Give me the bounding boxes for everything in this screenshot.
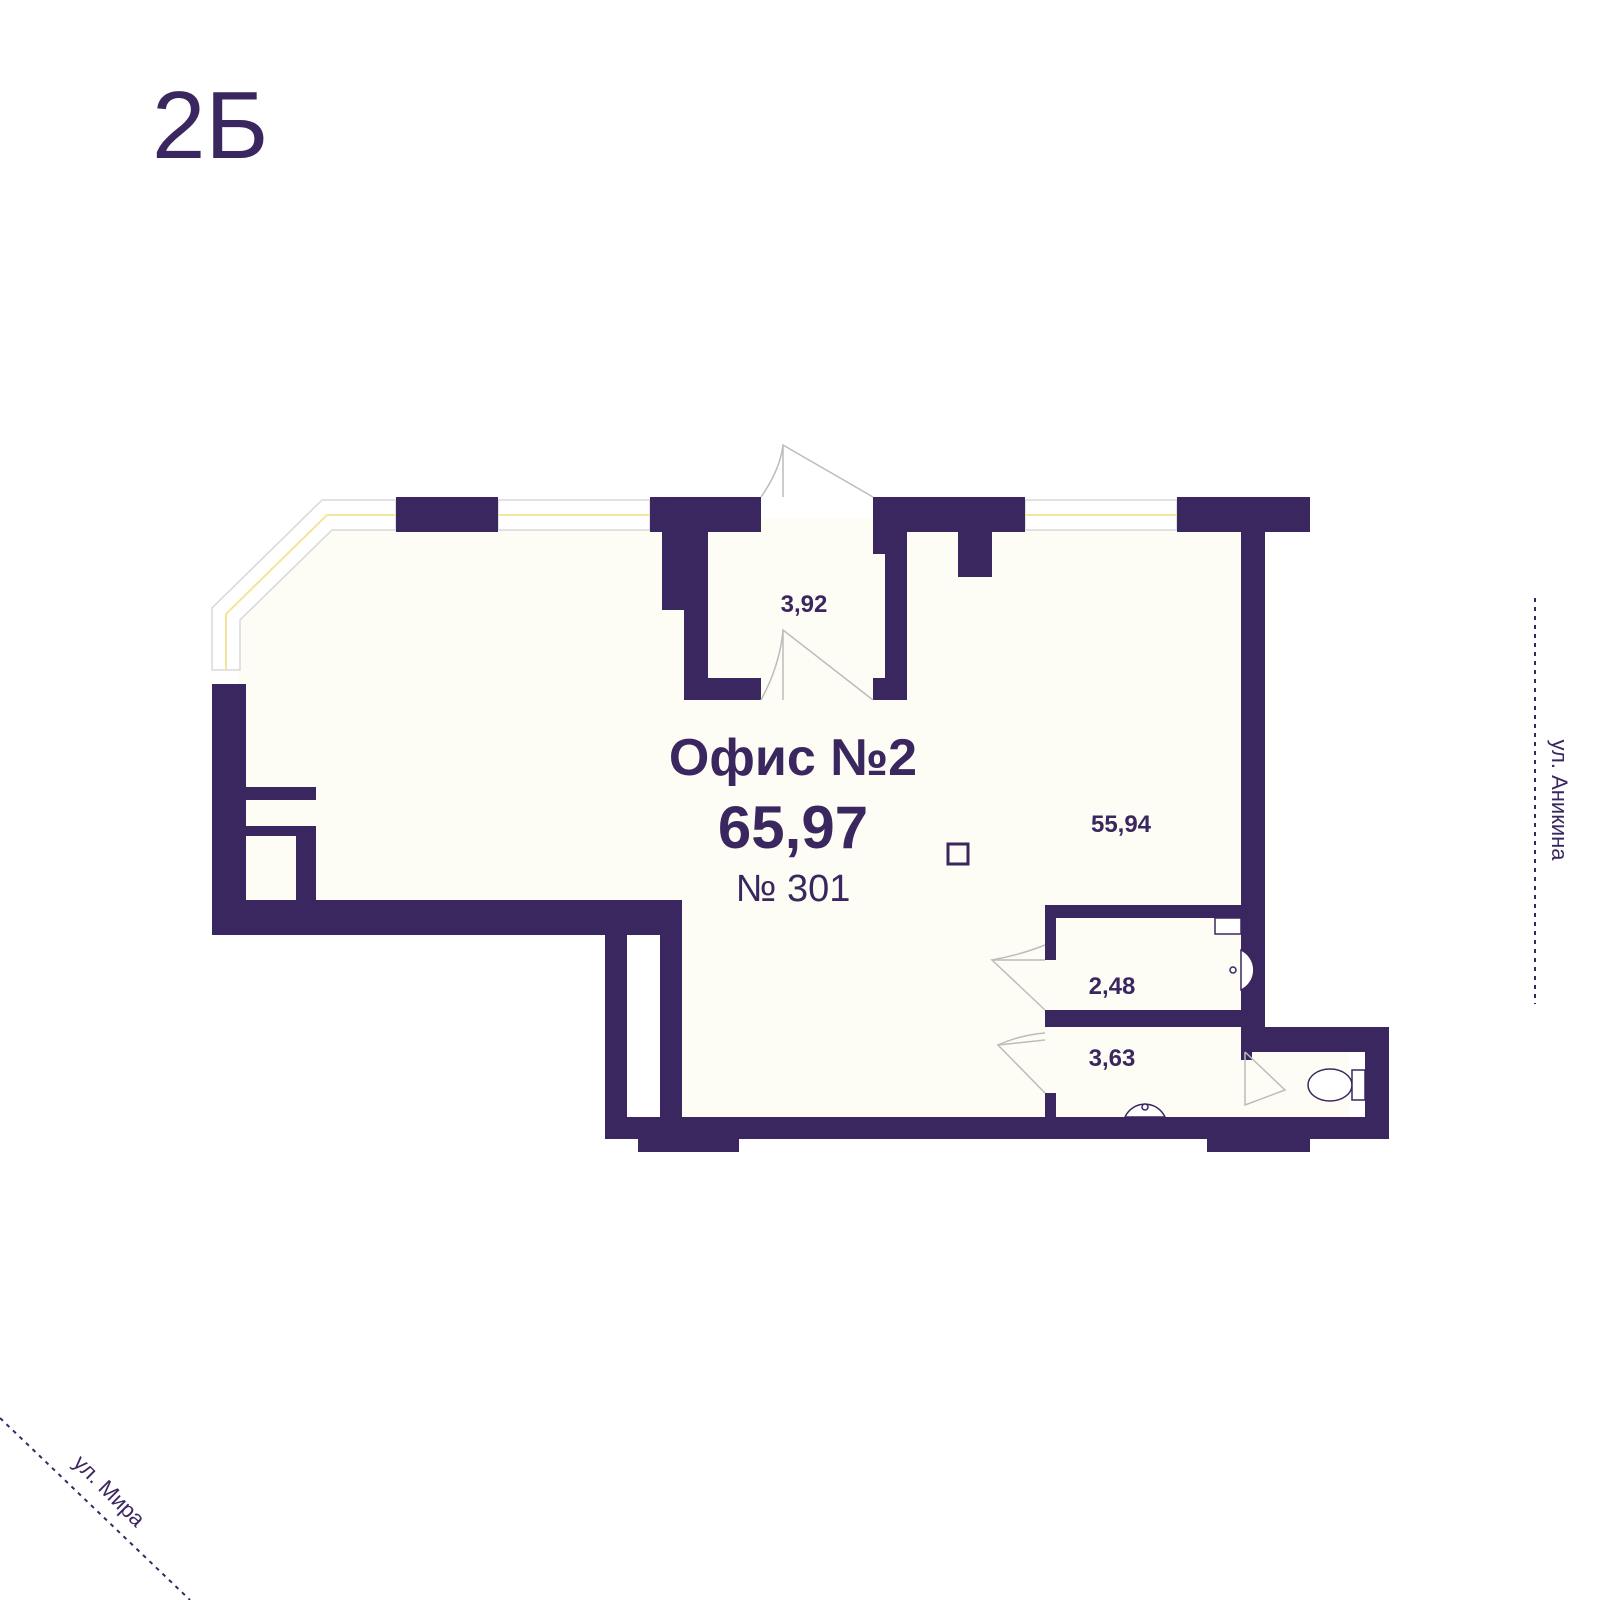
column-marker-icon xyxy=(946,842,970,866)
street-label-east: ул. Аникина xyxy=(1547,740,1572,862)
walls xyxy=(212,497,1389,1152)
bay-window-glass-line xyxy=(225,514,396,670)
door-swing-icon xyxy=(991,944,1046,961)
wall xyxy=(212,684,246,900)
door-swing-icon xyxy=(782,443,874,498)
wall xyxy=(1045,1093,1056,1117)
fixtures xyxy=(946,842,1366,1118)
office-total-area: 65,97 xyxy=(718,794,868,861)
wall xyxy=(662,532,684,610)
office-number: № 301 xyxy=(736,868,851,910)
street-label-southwest: ул. Мира xyxy=(68,1450,150,1532)
wall xyxy=(885,532,907,700)
door-swing-icon xyxy=(760,444,784,498)
doors xyxy=(760,443,1287,1107)
wall xyxy=(1177,497,1310,532)
wall xyxy=(296,826,316,900)
door-swing-icon xyxy=(1244,1051,1287,1107)
toilet-icon xyxy=(1307,1068,1366,1102)
room-area-vestibule: 3,92 xyxy=(781,591,828,618)
wall xyxy=(1241,1052,1252,1060)
wall xyxy=(212,900,682,935)
wall xyxy=(605,900,627,1117)
wall xyxy=(684,678,761,700)
wall xyxy=(246,787,316,800)
office-title: Офис №2 xyxy=(669,729,917,787)
wall xyxy=(684,532,708,700)
wall xyxy=(873,678,907,700)
wall xyxy=(1045,1010,1241,1027)
street-line-southwest xyxy=(0,1417,191,1600)
sink-icon xyxy=(1214,917,1255,992)
wall xyxy=(1045,905,1241,918)
wall xyxy=(246,826,296,836)
wall xyxy=(660,900,682,1117)
wall xyxy=(873,497,1025,532)
section-label: 2Б xyxy=(152,72,269,179)
labels: Офис №2 65,97 № 301 55,94 3,92 2,48 3,63 xyxy=(669,591,1152,1072)
wall xyxy=(1207,1139,1310,1152)
wall xyxy=(650,497,761,532)
door-swing-icon xyxy=(997,1032,1046,1046)
wall xyxy=(396,497,498,532)
wall xyxy=(638,1139,739,1152)
floor-fill xyxy=(238,495,1241,1117)
wall xyxy=(605,1117,1389,1139)
wall xyxy=(958,532,992,577)
wall xyxy=(1241,1027,1389,1052)
room-area-main: 55,94 xyxy=(1091,811,1152,838)
door-swing-icon xyxy=(760,629,784,701)
sink-icon xyxy=(1123,1103,1167,1118)
room-area-bathroom-1: 2,48 xyxy=(1089,973,1136,1000)
room-area-bathroom-2: 3,63 xyxy=(1089,1045,1136,1072)
wall xyxy=(1045,905,1056,960)
windows xyxy=(211,499,1178,671)
wall xyxy=(1241,532,1265,1030)
